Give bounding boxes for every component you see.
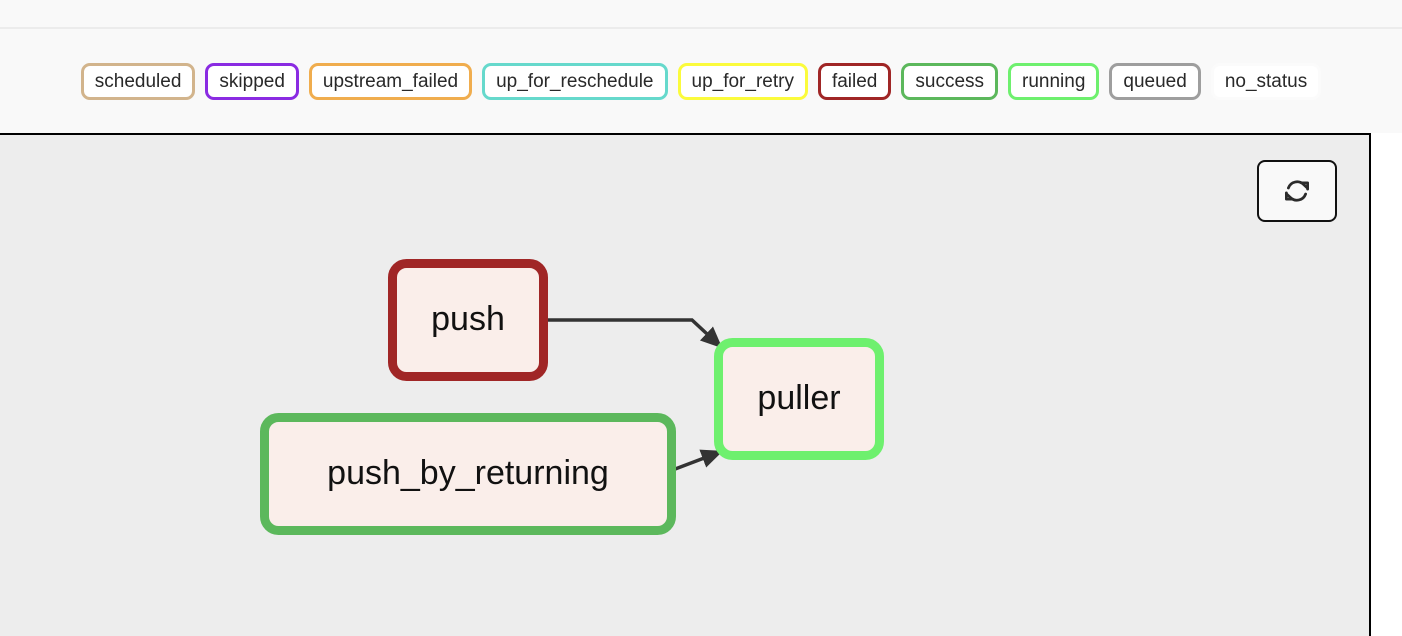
top-strip — [0, 0, 1402, 27]
task-node-puller[interactable]: puller — [714, 338, 884, 460]
legend-pill-label: skipped — [219, 70, 285, 92]
dag-graph-canvas[interactable]: push push_by_returning puller — [0, 135, 1371, 636]
task-node-box — [714, 338, 884, 460]
legend-pill-success[interactable]: success — [901, 62, 999, 100]
legend-pill-up_for_reschedule[interactable]: up_for_reschedule — [482, 62, 668, 100]
legend-pill-scheduled[interactable]: scheduled — [80, 62, 196, 100]
legend-pill-queued[interactable]: queued — [1109, 62, 1201, 100]
refresh-button[interactable] — [1257, 160, 1337, 222]
task-node-label: push_by_returning — [327, 454, 609, 492]
legend-pill-no_status[interactable]: no_status — [1210, 62, 1322, 100]
legend-pill-label: success — [915, 70, 985, 92]
legend-pill-label: no_status — [1224, 70, 1308, 92]
legend-pill-label: up_for_reschedule — [496, 70, 654, 92]
legend-pill-label: upstream_failed — [322, 70, 459, 92]
legend-pill-label: up_for_retry — [691, 70, 794, 92]
edge-push-to-puller — [548, 318, 723, 349]
legend-pill-running[interactable]: running — [1008, 62, 1100, 100]
legend-pill-failed[interactable]: failed — [817, 62, 892, 100]
task-status-legend: scheduled skipped upstream_failed up_for_re… — [0, 29, 1402, 133]
legend-pill-label: scheduled — [94, 70, 182, 92]
task-node-box — [260, 413, 676, 535]
task-node-push[interactable]: push — [388, 259, 548, 381]
legend-pill-skipped[interactable]: skipped — [205, 62, 299, 100]
task-node-label: puller — [757, 379, 840, 417]
task-node-label: push — [431, 300, 505, 338]
legend-pill-label: failed — [831, 70, 878, 92]
header-divider — [0, 27, 1402, 29]
legend-pill-label: running — [1022, 70, 1086, 92]
legend-pill-up_for_retry[interactable]: up_for_retry — [677, 62, 808, 100]
refresh-icon — [1282, 176, 1312, 206]
legend-pill-label: queued — [1123, 70, 1187, 92]
task-node-box — [388, 259, 548, 381]
task-node-push_by_returning[interactable]: push_by_returning — [260, 413, 676, 535]
graph-panel: push push_by_returning puller — [0, 133, 1371, 636]
legend-pill-upstream_failed[interactable]: upstream_failed — [308, 62, 473, 100]
